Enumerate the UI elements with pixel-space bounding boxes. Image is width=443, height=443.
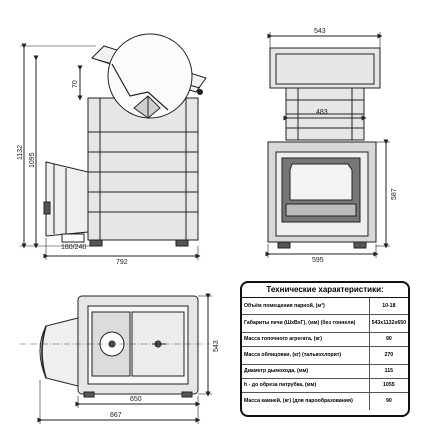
specs-row: Габариты печи (ШхВхГ), (мм) (без тоннеля…	[242, 313, 408, 332]
front-tunnel	[45, 161, 89, 237]
front-stone-body	[87, 97, 199, 241]
side-cap	[269, 47, 381, 89]
dim-595-label: 595	[312, 257, 324, 264]
specs-row: Масса камней, (кг) (для парообразования)…	[242, 391, 408, 410]
chimney-box	[61, 233, 85, 243]
specs-row: Масса облицовки, (кг) (талькохлорит)270	[242, 345, 408, 364]
specs-row-label: h - до обреза патрубка, (мм)	[242, 377, 370, 392]
specs-row: Диаметр дымохода, (мм)115	[242, 363, 408, 378]
specs-row-value: 90	[368, 331, 408, 346]
dim-1095-label: 1095	[29, 152, 36, 168]
specs-row: h - до обреза патрубка, (мм)1055	[242, 377, 408, 392]
detail-circle	[107, 33, 193, 119]
specs-row-label: Масса камней, (кг) (для парообразования)	[242, 391, 370, 410]
dim-180-240-label: 180/240	[61, 244, 86, 251]
dim-792-label: 792	[116, 259, 128, 266]
specs-row: Масса топочного агрегата, (кг)90	[242, 331, 408, 346]
dim-543-label: 543	[314, 28, 326, 35]
dim-483-label: 483	[316, 109, 328, 116]
dim-650-label: 650	[130, 396, 142, 403]
dim-867-label: 867	[110, 412, 122, 419]
dim-1132-label: 1132	[17, 145, 24, 160]
inner-tank	[133, 95, 161, 119]
side-view	[265, 32, 390, 258]
specs-row-value: 1055	[368, 377, 408, 392]
front-view	[20, 33, 207, 260]
specs-row-label: Масса облицовки, (кг) (талькохлорит)	[242, 345, 370, 364]
specs-panel: Технические характеристики: Объём помеще…	[240, 281, 410, 417]
dim-543-plan-label: 543	[213, 340, 220, 352]
specs-row-label: Масса топочного агрегата, (кг)	[242, 331, 370, 346]
specs-row-label: Габариты печи (ШхВхГ), (мм) (без тоннеля…	[242, 313, 370, 332]
specs-row-label: Диаметр дымохода, (мм)	[242, 363, 370, 378]
specs-row-value: 270	[368, 345, 408, 364]
plan-view	[20, 293, 212, 424]
specs-row-label: Объём помещения парной, (м³)	[244, 302, 325, 309]
specs-row-value: 543х1132х650	[368, 313, 408, 332]
specs-title: Технические характеристики:	[242, 283, 408, 298]
specs-row-value: 90	[368, 391, 408, 410]
dim-587-label: 587	[391, 188, 398, 200]
dim-70-label: 70	[72, 80, 79, 88]
specs-row-value: 115	[368, 363, 408, 378]
specs-row-value: 10-18	[368, 298, 408, 314]
specs-row: Объём помещения парной, (м³) 10-18	[242, 298, 408, 314]
